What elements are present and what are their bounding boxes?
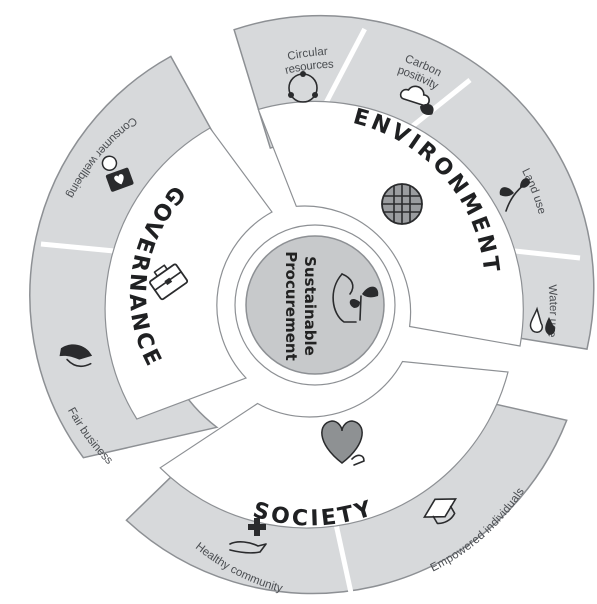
briefcase-icon [149, 263, 189, 301]
governance-inner-segment [104, 127, 273, 420]
globe-grid-icon [381, 183, 423, 225]
handshake-icon [59, 344, 93, 368]
sustainable-procurement-hub: Sustainable Procurement [234, 224, 396, 386]
hand-sprout-icon [332, 273, 379, 323]
graduation-cap-icon [422, 498, 458, 525]
carbon-cloud-icon [399, 85, 434, 115]
hand-medical-cross-icon [229, 518, 267, 554]
person-heart-icon [101, 155, 134, 192]
hub-line-1: Sustainable [301, 256, 319, 356]
environment-inner-segment [257, 100, 524, 347]
plant-sprout-icon [499, 178, 530, 212]
heart-hand-icon [321, 420, 365, 466]
hub-line-2: Procurement [282, 251, 300, 361]
hub-title: Sustainable Procurement [282, 251, 319, 361]
water-drops-icon [529, 306, 556, 335]
circular-arrows-icon [288, 71, 318, 103]
